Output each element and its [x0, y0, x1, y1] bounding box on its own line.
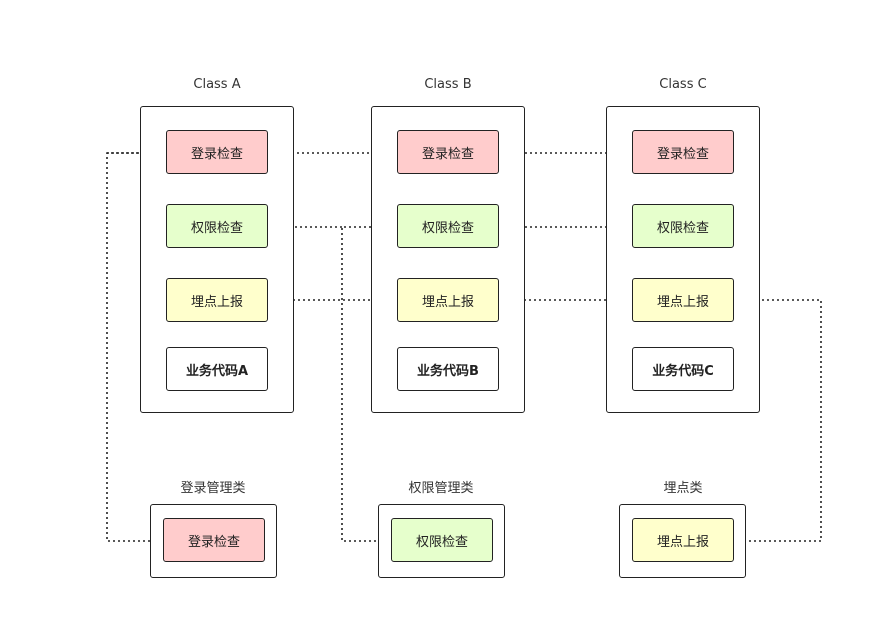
- class-b-login-check: 登录检查: [397, 130, 499, 174]
- class-a-login-check: 登录检查: [166, 130, 268, 174]
- class-c-login-check: 登录检查: [632, 130, 734, 174]
- class-a-business-code: 业务代码A: [166, 347, 268, 391]
- class-c-title: Class C: [659, 77, 707, 92]
- permission-manager-title: 权限管理类: [408, 481, 474, 496]
- class-a-tracking-report: 埋点上报: [166, 278, 268, 322]
- class-a-permission-check: 权限检查: [166, 204, 268, 248]
- class-b-business-code: 业务代码B: [397, 347, 499, 391]
- class-c-permission-check: 权限检查: [632, 204, 734, 248]
- class-a-title: Class A: [193, 77, 241, 92]
- class-b-tracking-report: 埋点上报: [397, 278, 499, 322]
- class-b-permission-check: 权限检查: [397, 204, 499, 248]
- perm-connector: [341, 222, 398, 542]
- tracking-class-tracking-report: 埋点上报: [632, 518, 734, 562]
- tracking-class-title: 埋点类: [663, 481, 703, 496]
- login-manager-login-check: 登录检查: [163, 518, 265, 562]
- class-b-title: Class B: [424, 77, 472, 92]
- track-connector: [734, 295, 822, 542]
- class-c-business-code: 业务代码C: [632, 347, 734, 391]
- login-manager-title: 登录管理类: [180, 481, 246, 496]
- login-connector: [106, 148, 167, 542]
- permission-manager-permission-check: 权限检查: [391, 518, 493, 562]
- class-c-tracking-report: 埋点上报: [632, 278, 734, 322]
